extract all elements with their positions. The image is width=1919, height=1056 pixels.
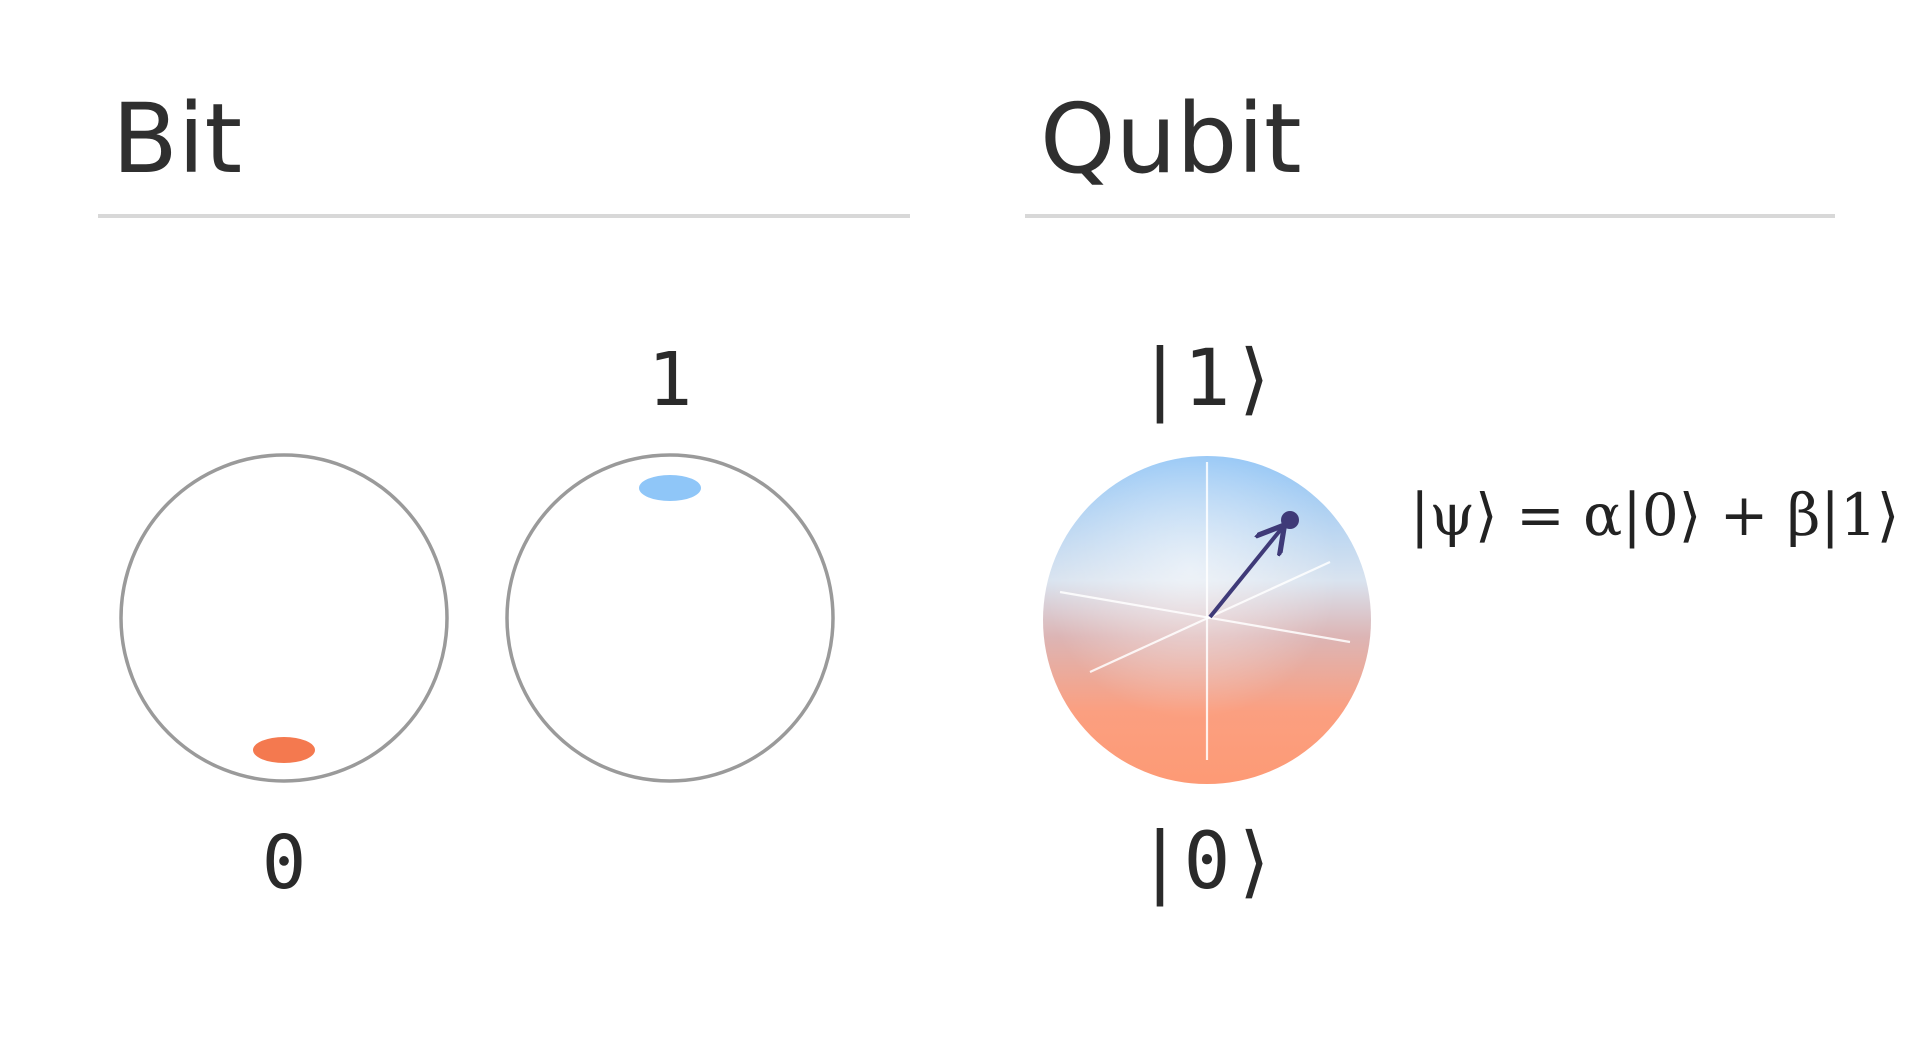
bit-zero-circle (119, 453, 449, 783)
ket-one-label: |1⟩ (1137, 334, 1278, 424)
ket-zero-label: |0⟩ (1137, 817, 1278, 907)
bit-zero-outline (119, 453, 449, 783)
bit-section: Bit 1 0 (98, 83, 910, 906)
qubit-title: Qubit (1040, 83, 1302, 195)
bit-one-circle (505, 453, 835, 783)
bit-one-outline (505, 453, 835, 783)
qubit-section: Qubit |1⟩ |0⟩ |ψ⟩ = α|0⟩ + β|1⟩ (1025, 83, 1899, 907)
bit-title: Bit (112, 83, 242, 195)
bit-zero-marker (253, 737, 315, 763)
bit-one-label: 1 (648, 337, 693, 423)
bit-zero-label: 0 (262, 820, 307, 906)
bit-one-marker (639, 475, 701, 501)
state-vector-arrow (1208, 528, 1282, 619)
state-formula: |ψ⟩ = α|0⟩ + β|1⟩ (1410, 481, 1899, 549)
state-vector-tip (1281, 511, 1299, 529)
bloch-sphere (1043, 456, 1371, 784)
sphere-axis-horizontal (1059, 590, 1351, 644)
